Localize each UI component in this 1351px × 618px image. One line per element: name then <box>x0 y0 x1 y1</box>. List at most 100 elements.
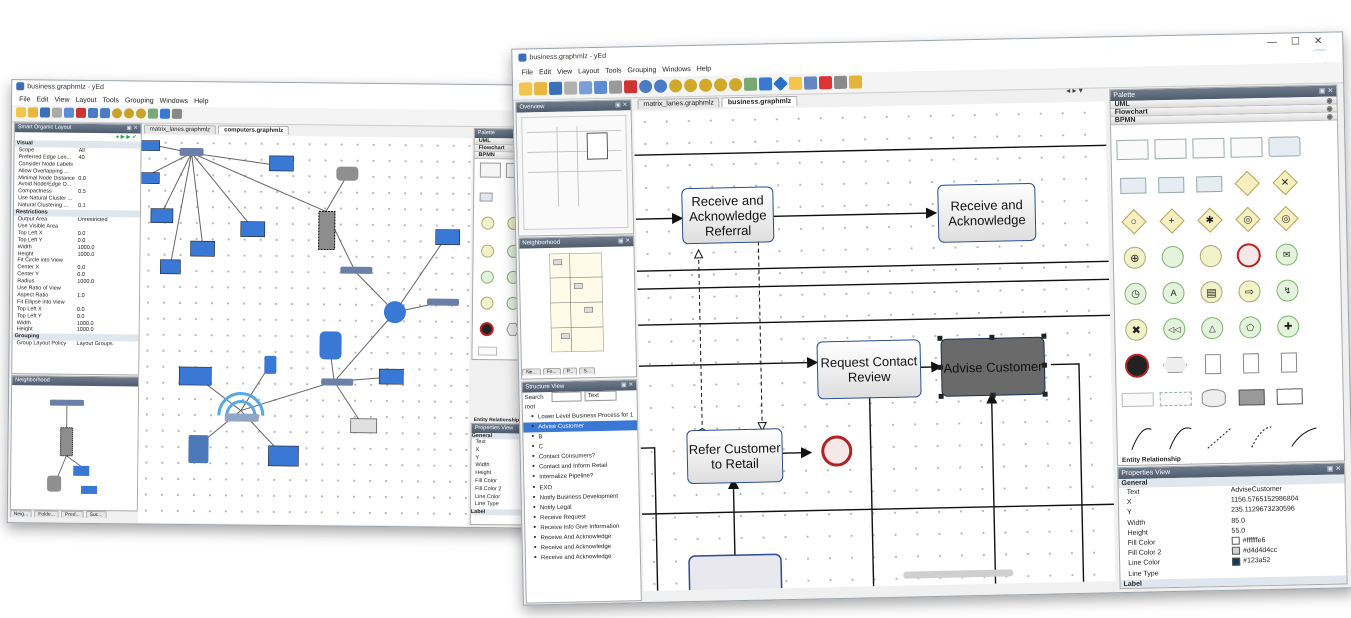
tab-matrix-lanes[interactable]: matrix_lanes.graphmlz <box>637 97 720 110</box>
message-event-shape[interactable]: ✉ <box>1267 238 1306 271</box>
menu-grouping[interactable]: Grouping <box>124 97 154 105</box>
start-event-shape[interactable] <box>1153 241 1192 274</box>
tab-successors[interactable]: Suc... <box>85 510 107 519</box>
panel-window-buttons[interactable]: ▣ ✕ <box>615 102 628 109</box>
panel-window-buttons[interactable]: ▣ ✕ <box>620 382 634 389</box>
open-icon[interactable] <box>533 81 548 95</box>
undo-icon[interactable] <box>638 79 653 93</box>
tab-business[interactable]: business.graphmlz <box>721 95 798 108</box>
text-annotation-shape[interactable] <box>1118 383 1157 416</box>
neighborhood-graph[interactable] <box>11 385 138 508</box>
hub-node[interactable] <box>49 399 84 406</box>
bpmn-canvas[interactable]: Receive and Acknowledge Referral Receive… <box>633 101 1116 592</box>
escalation-event-shape[interactable]: A <box>1154 277 1193 310</box>
resize-handle[interactable] <box>1041 333 1047 339</box>
layout-icon[interactable] <box>833 75 848 89</box>
copy-icon[interactable] <box>593 80 608 94</box>
zoom-in-icon[interactable] <box>111 108 123 119</box>
monitor-node[interactable] <box>378 368 404 385</box>
monitor-node[interactable] <box>150 208 174 224</box>
save-icon[interactable] <box>39 107 51 118</box>
multiple-event-shape[interactable]: ⬠ <box>1231 311 1270 344</box>
resize-handle[interactable] <box>989 334 995 340</box>
parallel-gateway-shape[interactable]: + <box>1153 205 1192 238</box>
task-receive-acknowledge[interactable]: Receive and Acknowledge <box>937 182 1037 243</box>
hub-node[interactable] <box>179 147 204 157</box>
laptop-node[interactable] <box>178 366 212 386</box>
task-refer-retail[interactable]: Refer Customer to Retail <box>686 428 784 485</box>
palette-footer[interactable]: Entity Relationship <box>1121 455 1181 465</box>
intermediate-event-shape[interactable] <box>1191 240 1230 273</box>
navigate-icon[interactable] <box>773 75 788 91</box>
tab-predecessors[interactable]: Pred... <box>60 510 84 518</box>
link-event-shape[interactable]: ⇨ <box>1230 275 1269 308</box>
zoom-original-icon[interactable] <box>698 78 713 92</box>
data-store-shape[interactable] <box>1194 382 1233 415</box>
data-input-shape[interactable] <box>1232 347 1271 380</box>
complex-gateway-shape[interactable]: ✱ <box>1191 204 1230 237</box>
menu-layout[interactable]: Layout <box>578 67 600 76</box>
undo-icon[interactable] <box>87 108 99 119</box>
tab-neighborhood[interactable]: Ne... <box>521 368 541 376</box>
tab-computers[interactable]: computers.graphmlz <box>218 125 290 136</box>
menu-windows[interactable]: Windows <box>662 66 691 74</box>
zoom-in-icon[interactable] <box>668 78 683 93</box>
tab-matrix-lanes[interactable]: matrix_lanes.graphmlz <box>143 124 217 135</box>
menu-windows[interactable]: Windows <box>159 97 189 105</box>
task-receive-referral[interactable]: Receive and Acknowledge Referral <box>681 186 775 245</box>
task-request-review[interactable]: Request Contact Review <box>816 339 922 400</box>
search-mode-select[interactable]: Text <box>584 390 618 402</box>
switch-node[interactable] <box>427 298 460 306</box>
tab-scroll-buttons[interactable]: ◂ ▸ ▾ <box>1066 85 1083 96</box>
tab-neighborhood[interactable]: Neig... <box>9 510 33 518</box>
internet-globe-node[interactable] <box>383 301 406 324</box>
copy-icon[interactable] <box>63 107 75 118</box>
group-shape[interactable] <box>1265 130 1304 163</box>
end-event-node[interactable] <box>821 435 853 467</box>
database-node[interactable] <box>336 166 359 181</box>
open-icon[interactable] <box>27 107 39 118</box>
zoom-fit-icon[interactable] <box>713 77 728 92</box>
conditional-event-shape[interactable]: ▤ <box>1192 276 1231 309</box>
tab-folders[interactable]: Folde... <box>34 510 59 518</box>
zoom-out-icon[interactable] <box>123 108 135 119</box>
error-event-shape[interactable]: ↯ <box>1268 274 1307 307</box>
layout-icon[interactable] <box>171 108 183 120</box>
switch-node[interactable] <box>81 485 98 495</box>
resize-handle[interactable] <box>937 335 943 341</box>
switch-node[interactable] <box>321 378 354 386</box>
monitor-node[interactable] <box>73 465 90 476</box>
phone-node[interactable] <box>264 355 277 374</box>
task-shape[interactable] <box>1152 169 1191 202</box>
zoom-selection-icon[interactable] <box>728 77 743 91</box>
zoom-fit-icon[interactable] <box>135 108 147 119</box>
monitor-node[interactable] <box>140 172 160 184</box>
grid-icon[interactable] <box>803 76 818 90</box>
tab-predecessors[interactable]: P... <box>562 367 578 375</box>
menu-help[interactable]: Help <box>696 65 712 73</box>
panel-window-buttons[interactable]: ▣ ✕ <box>126 125 138 132</box>
new-icon[interactable] <box>518 82 533 96</box>
cut-icon[interactable] <box>51 107 63 118</box>
exclusive-gateway-shape[interactable]: ✕ <box>1266 166 1305 199</box>
fit-content-icon[interactable] <box>743 77 758 91</box>
terminate-event-shape[interactable] <box>1118 349 1157 382</box>
neighborhood-graph[interactable] <box>519 246 635 360</box>
printer-node[interactable] <box>350 418 378 434</box>
signal-event-shape[interactable]: △ <box>1193 312 1232 345</box>
database-node[interactable] <box>319 331 342 360</box>
menu-layout[interactable]: Layout <box>75 96 97 105</box>
switch-node[interactable] <box>340 266 373 274</box>
network-diagram[interactable] <box>138 135 472 526</box>
database-node[interactable] <box>47 475 62 492</box>
table-shape[interactable] <box>1189 132 1228 165</box>
compensation-event-shape[interactable]: ◁◁ <box>1155 313 1194 346</box>
flag-icon[interactable] <box>818 75 833 89</box>
zoom-out-icon[interactable] <box>683 78 698 92</box>
matrix-shape[interactable] <box>1227 131 1266 164</box>
menu-edit[interactable]: Edit <box>36 96 49 104</box>
grid-icon[interactable] <box>147 108 159 119</box>
print-icon[interactable] <box>563 81 578 95</box>
event-gateway-shape[interactable]: ◎ <box>1267 202 1306 235</box>
message-outline-shape[interactable] <box>1270 380 1309 413</box>
